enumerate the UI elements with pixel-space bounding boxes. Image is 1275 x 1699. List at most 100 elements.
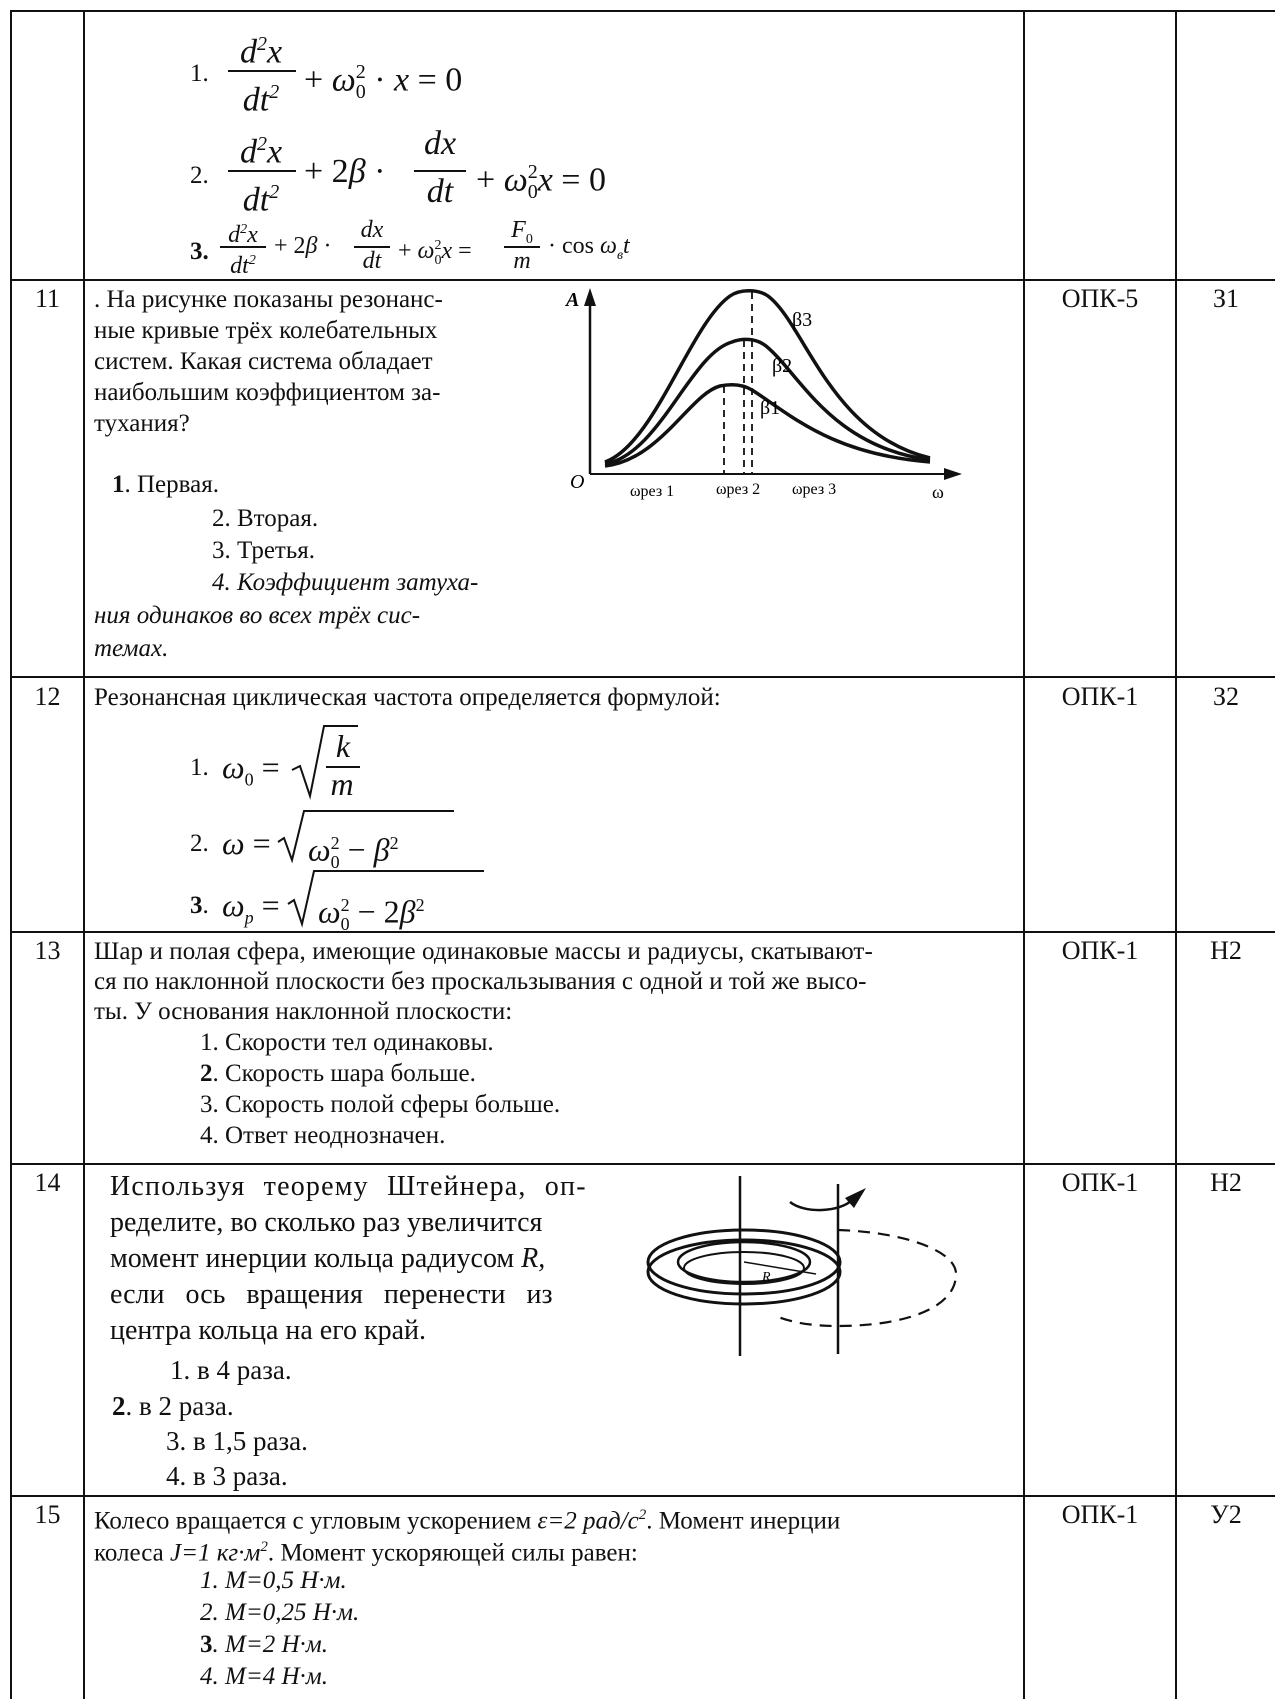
- equation-2-number: 2.: [190, 162, 209, 189]
- equation-2-fraction: d2x: [239, 133, 283, 171]
- fraction-bar: [414, 170, 466, 172]
- q-text: . Момент инерции: [646, 1507, 841, 1535]
- y-axis-arrow: [584, 288, 596, 306]
- resonance-curves-figure: A O ω β3 β2 β1 ωрез 1 ωрез 2 ωрез 3: [564, 288, 962, 502]
- row-11-question-line-4: наибольшим коэффициентом за-: [94, 379, 441, 406]
- fraction-bar: [228, 70, 296, 72]
- q-text: колеса: [94, 1539, 164, 1567]
- row-14-answer-3: 3. в 1,5 раза.: [166, 1426, 308, 1456]
- row-13-code: Н2: [1210, 936, 1242, 965]
- sqrt-sign: [277, 810, 454, 864]
- fraction-bar: [504, 246, 540, 248]
- tick-label-omega-res-1: ωрез 1: [630, 483, 674, 500]
- tick-label-omega-res-3: ωрез 3: [792, 481, 836, 498]
- row-15-answer-2: 2. M=0,25 Н·м.: [200, 1599, 360, 1626]
- answer-number: 3: [200, 1631, 213, 1658]
- row-14-number: 14: [34, 1168, 61, 1197]
- equation-2-middle: + 2β ·: [304, 153, 386, 190]
- row-14-answer-4: 4. в 3 раза.: [166, 1461, 288, 1491]
- fraction-bar: [354, 246, 390, 248]
- equation-3-cos: · cos ωвt: [548, 233, 630, 263]
- superscript: 2: [638, 1507, 647, 1523]
- row-15-answer-1: 1. M=0,5 Н·м.: [200, 1567, 347, 1594]
- row-12-formula-2: ω =: [222, 825, 271, 861]
- answer-text: . Скорость шара больше.: [212, 1060, 476, 1087]
- answer-number: 2: [112, 1391, 126, 1421]
- row-11-question-line-3: систем. Какая система обладает: [94, 348, 433, 375]
- row-13-question-line-2: ся по наклонной плоскости без проскальзы…: [94, 968, 867, 995]
- equation-3-middle: + 2β ·: [274, 233, 332, 259]
- row-12-formula-3: ωp =: [222, 887, 280, 928]
- row-12-formula-1-k: k: [335, 728, 351, 764]
- row-12-formula-1-number: 1.: [190, 754, 209, 781]
- row-divider-12: [10, 676, 1275, 678]
- row-15-question-line-2: колеса J=1 кг·м2. Момент ускоряющей силы…: [94, 1532, 638, 1568]
- radius-label: R: [761, 1270, 771, 1285]
- row-13-answer-4: 4. Ответ неоднозначен.: [200, 1122, 446, 1149]
- answer-number: 2: [200, 1060, 213, 1087]
- row-11-answer-1: 1. Первая.: [112, 469, 219, 500]
- formula-number: 3: [190, 892, 203, 919]
- row-12-competence: ОПК-1: [1061, 682, 1139, 711]
- row-divider-15: [10, 1495, 1275, 1497]
- row-15-answer-4: 4. M=4 Н·м.: [200, 1663, 328, 1690]
- row-14-competence: ОПК-1: [1061, 1168, 1139, 1197]
- row-11-question-line-5: тухания?: [94, 410, 190, 437]
- curve-label-beta-1: β1: [760, 397, 780, 419]
- row-14-question-line-1: Используя теорему Штейнера, оп-: [110, 1171, 587, 1202]
- row-12-formula-1: ω0 =: [222, 749, 280, 790]
- equation-3-F0: F0: [511, 217, 533, 247]
- row-14-question-line-5: центра кольца на его край.: [110, 1315, 427, 1346]
- row-11-answer-4-line-3: темах.: [94, 635, 169, 662]
- row-13-question-line-3: ты. У основания наклонной плоскости:: [94, 998, 513, 1025]
- row-14-answer-2: 2. в 2 раза.: [112, 1389, 234, 1423]
- x-axis-arrow: [944, 468, 962, 480]
- row-divider-11: [10, 279, 1275, 281]
- equation-2-denominator: dt2: [242, 181, 280, 219]
- equation-1-denominator: dt2: [242, 81, 280, 119]
- column-divider-code: [1175, 10, 1177, 1699]
- axis-label-omega: ω: [932, 482, 944, 502]
- row-11-code: З1: [1212, 284, 1240, 313]
- row-12-formula-2-number: 2.: [190, 830, 209, 857]
- moment-of-inertia: J=1 кг·м: [170, 1539, 261, 1567]
- ring-axis-figure: R: [646, 1176, 958, 1356]
- sqrt-sign: [291, 725, 358, 800]
- equation-2-dxdt-den: dt: [426, 173, 454, 210]
- sqrt-sign: [287, 870, 484, 928]
- answer-text: . M=2 Н·м.: [212, 1631, 328, 1658]
- row-11-answer-2: 2. Вторая.: [212, 505, 319, 532]
- row-12-number: 12: [34, 682, 61, 711]
- angular-acceleration: ε=2 рад/с: [537, 1507, 639, 1535]
- fraction-bar: [220, 246, 266, 248]
- axis-label-A: A: [564, 289, 579, 311]
- row-11-answer-4-line-2: ния одинаков во всех трёх сис-: [94, 602, 421, 629]
- question-text: момент инерции кольца радиусом: [110, 1243, 515, 1274]
- column-divider-competence: [1023, 10, 1025, 1699]
- row-11-answer-3: 3. Третья.: [212, 537, 315, 564]
- equation-3-dxdt-den: dt: [362, 248, 382, 274]
- fraction-bar: [326, 766, 360, 768]
- equation-3-m: m: [513, 248, 531, 274]
- radius-line: [743, 1261, 817, 1275]
- row-15-competence: ОПК-1: [1061, 1500, 1139, 1529]
- row-divider-13: [10, 931, 1275, 933]
- equation-3-denominator: dt2: [230, 253, 256, 279]
- column-divider-content: [83, 10, 85, 1699]
- superscript: 2: [260, 1539, 268, 1555]
- equation-3-fraction: d2x: [228, 222, 258, 248]
- curve-beta-3: [604, 289, 931, 464]
- row-14-question-line-2: ределите, во сколько раз увеличится: [110, 1207, 543, 1238]
- rotation-arrow-head: [845, 1188, 866, 1208]
- row-14-question-line-4: если ось вращения перенести из: [110, 1279, 553, 1310]
- row-11-competence: ОПК-5: [1061, 284, 1139, 313]
- row-13-question-line-1: Шар и полая сфера, имеющие одинаковые ма…: [94, 938, 873, 965]
- answer-text: . в 2 раза.: [125, 1391, 234, 1421]
- equation-2-dxdt-num: dx: [423, 125, 457, 162]
- equation-3-omega: + ω02x =: [398, 238, 472, 268]
- row-12-formula-3-number: 3.: [190, 892, 209, 919]
- row-11-answer-4-line-1: 4. Коэффициент затуха-: [212, 569, 479, 596]
- rotation-arrow: [789, 1199, 853, 1212]
- equation-3-dxdt-num: dx: [360, 217, 384, 243]
